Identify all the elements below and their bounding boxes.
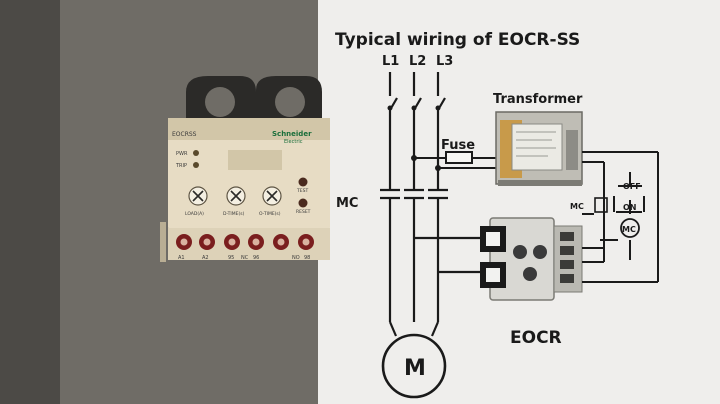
terminal-label-a2: A2 <box>202 255 209 261</box>
transformer-image <box>495 111 583 186</box>
load-dial-label: LOAD(A) <box>185 211 204 217</box>
breaker-dot-l2 <box>411 105 417 111</box>
aux-mc-label: MC <box>570 202 584 211</box>
pwr-led-label: PWR <box>176 151 188 157</box>
terminal-label-95: 95 <box>228 255 234 261</box>
trip-led-label: TRIP <box>175 163 187 169</box>
contactor-label: MC <box>336 196 358 211</box>
d-time-dial-label: D-TIME(s) <box>223 211 245 217</box>
phase-label-l2: L2 <box>409 54 426 69</box>
reset-button[interactable] <box>298 198 308 208</box>
mc-coil-label: MC <box>622 225 636 234</box>
device-window <box>228 150 282 170</box>
eocr-output-wires <box>582 228 658 283</box>
eocr-label: EOCR <box>510 328 562 348</box>
device-brand-sub-text: Electric <box>284 139 303 145</box>
pwr-led-icon <box>193 150 199 156</box>
control-circuit <box>582 151 659 282</box>
motor-label: M <box>404 356 426 381</box>
off-label: OFF <box>623 182 641 191</box>
fuse-label: Fuse <box>441 138 475 153</box>
on-label: ON <box>623 203 637 212</box>
diagram-title: Typical wiring of EOCR-SS <box>335 30 580 50</box>
transformer-label: Transformer <box>493 92 583 107</box>
motor-symbol <box>381 333 447 399</box>
breaker-dot-l1 <box>387 105 393 111</box>
trip-led-icon <box>193 162 199 168</box>
phase-label-l3: L3 <box>436 54 453 69</box>
terminal-label-nc: NC <box>241 255 249 261</box>
mc-coil-symbol <box>620 218 640 238</box>
device-model-text: EOCRSS <box>172 131 197 138</box>
phase-label-l1: L1 <box>382 54 399 69</box>
d-time-dial-knob-icon <box>230 190 242 202</box>
reset-button-label: RESET <box>296 209 311 215</box>
device-body <box>168 118 330 230</box>
o-time-dial-knob-icon <box>266 190 278 202</box>
test-button-label: TEST <box>296 188 308 194</box>
load-dial-knob-icon <box>192 190 204 202</box>
fuse-symbol <box>445 151 473 164</box>
terminal-label-96: 96 <box>253 255 259 261</box>
device-brand-text: Schneider <box>272 130 312 138</box>
left-shadow <box>0 0 60 404</box>
terminal-label-98: 98 <box>304 255 310 261</box>
terminal-row <box>176 234 314 250</box>
test-button[interactable] <box>298 177 308 187</box>
breaker-dot-l3 <box>435 105 441 111</box>
terminal-label-no: NO <box>292 255 300 261</box>
o-time-dial-label: O-TIME(s) <box>259 211 281 217</box>
wiring-diagram-board <box>318 0 720 404</box>
terminal-label-a1: A1 <box>178 255 185 261</box>
eocr-relay-image <box>480 217 583 301</box>
aux-contact-symbol <box>594 197 608 213</box>
device-top-band <box>168 118 330 140</box>
